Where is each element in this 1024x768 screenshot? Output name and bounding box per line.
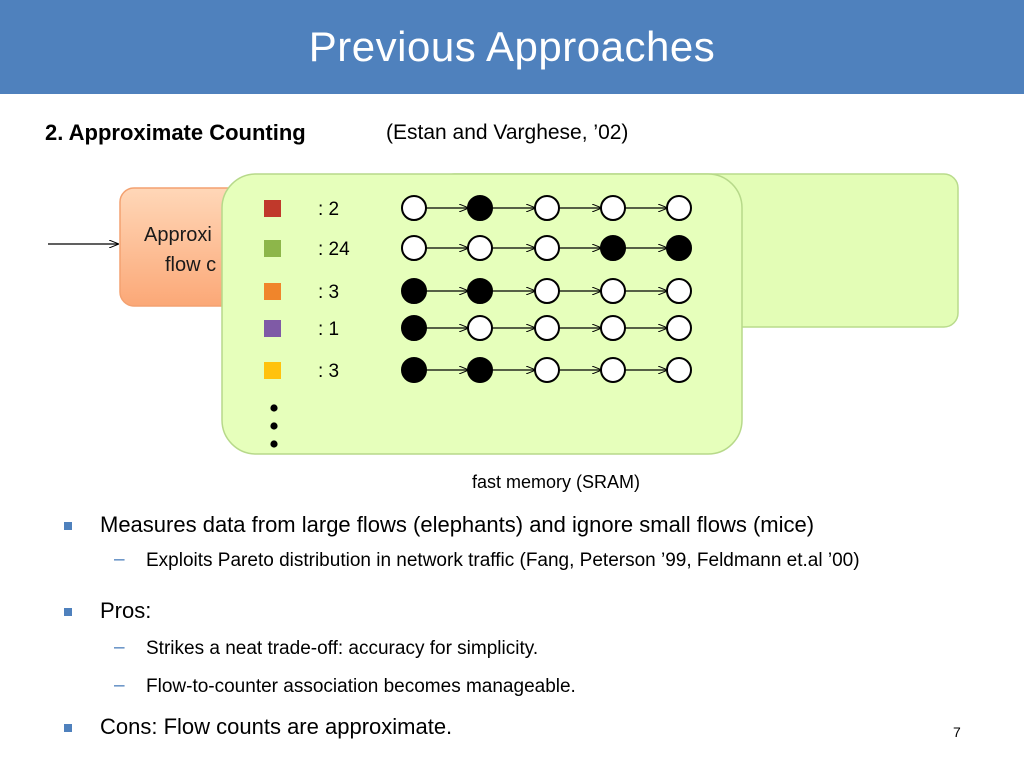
citation: (Estan and Varghese, ’02) bbox=[386, 121, 629, 144]
counter-node-empty bbox=[600, 278, 626, 304]
counter-node-empty bbox=[534, 357, 560, 383]
flow-color-square bbox=[264, 362, 281, 379]
flow-count-label: : 2 bbox=[318, 199, 339, 220]
flow-rows: : 2 : 24 : 3 : 1 : 3 bbox=[264, 195, 692, 383]
flow-color-square bbox=[264, 240, 281, 257]
counter-node-empty bbox=[467, 235, 493, 261]
counter-node-filled bbox=[467, 195, 493, 221]
counter-node-empty bbox=[666, 357, 692, 383]
counter-node-filled bbox=[401, 278, 427, 304]
counter-node-empty bbox=[600, 357, 626, 383]
flow-count-label: : 24 bbox=[318, 239, 350, 260]
slide-subtitle: 2. Approximate Counting bbox=[45, 120, 306, 145]
counter-box-text-1: Approxi bbox=[144, 224, 212, 246]
counter-node-filled bbox=[467, 357, 493, 383]
page-number: 7 bbox=[953, 724, 961, 740]
counter-node-filled bbox=[401, 315, 427, 341]
counter-node-empty bbox=[534, 235, 560, 261]
counter-node-filled bbox=[467, 278, 493, 304]
ellipsis-dot bbox=[270, 404, 278, 412]
counter-box-text-2: flow c bbox=[165, 254, 216, 276]
counter-node-empty bbox=[534, 315, 560, 341]
counter-node-empty bbox=[467, 315, 493, 341]
counter-node-filled bbox=[600, 235, 626, 261]
ellipsis-dot bbox=[270, 422, 278, 430]
counter-node-empty bbox=[401, 235, 427, 261]
flow-count-label: : 3 bbox=[318, 361, 339, 382]
counter-node-empty bbox=[600, 195, 626, 221]
counter-node-empty bbox=[666, 315, 692, 341]
title-bar: Previous Approaches bbox=[0, 0, 1024, 94]
counter-node-empty bbox=[534, 195, 560, 221]
counter-node-filled bbox=[401, 357, 427, 383]
counter-node-empty bbox=[666, 278, 692, 304]
flow-color-square bbox=[264, 283, 281, 300]
ellipsis-dot bbox=[270, 440, 278, 448]
flow-count-label: : 3 bbox=[318, 282, 339, 303]
counter-node-empty bbox=[600, 315, 626, 341]
flow-color-square bbox=[264, 200, 281, 217]
flow-count-label: : 1 bbox=[318, 319, 339, 340]
memory-label: fast memory (SRAM) bbox=[472, 472, 641, 492]
flow-color-square bbox=[264, 320, 281, 337]
counter-node-filled bbox=[666, 235, 692, 261]
counter-node-empty bbox=[666, 195, 692, 221]
slide-title: Previous Approaches bbox=[308, 23, 716, 70]
counter-node-empty bbox=[401, 195, 427, 221]
counter-node-empty bbox=[534, 278, 560, 304]
